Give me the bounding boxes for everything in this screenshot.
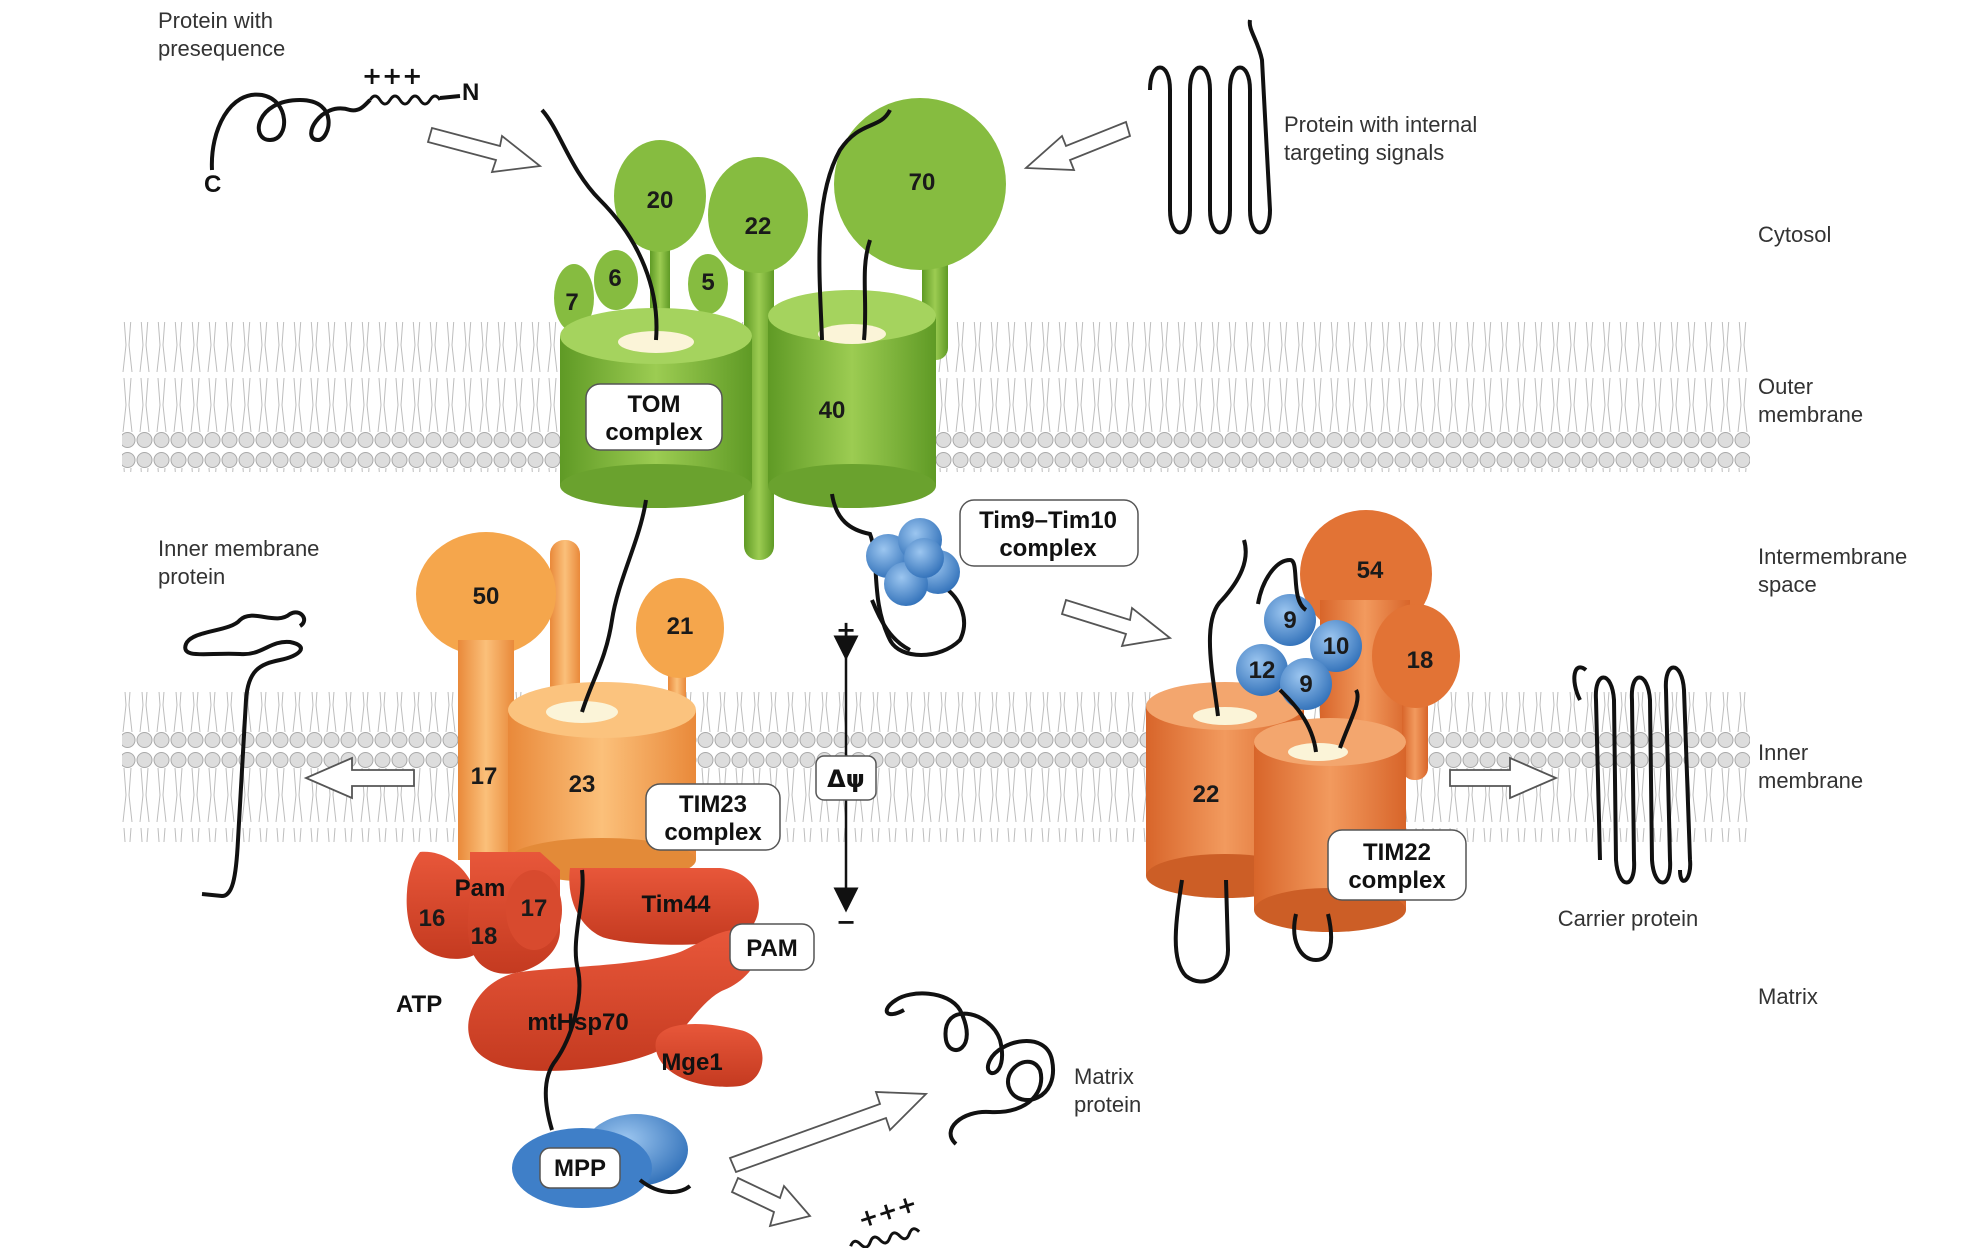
cleaved-presequence: +++ <box>849 1189 920 1248</box>
arrow-to-matrix-protein <box>728 1091 929 1174</box>
tom20-label: 20 <box>647 187 674 214</box>
presequence-chain-through-tim23 <box>580 499 648 713</box>
carrier-protein-label: Carrier protein <box>1558 906 1699 931</box>
tim18-label: 18 <box>1407 647 1434 674</box>
arrow-internal-to-tom <box>1023 120 1132 171</box>
mthsp70-label: mtHsp70 <box>527 1009 628 1036</box>
outer-membrane-label-2: membrane <box>1758 402 1863 427</box>
internal-signal-protein-label-1: Protein with internal <box>1284 112 1477 137</box>
inner-membrane-label-2: membrane <box>1758 768 1863 793</box>
cleaved-presequence-plus-signs: +++ <box>854 1189 920 1234</box>
tim50-label: 50 <box>473 583 500 610</box>
matrix-protein-label-1: Matrix <box>1074 1064 1134 1089</box>
arrow-presequence-to-tom <box>426 126 543 174</box>
internal-signal-chain-through-tom-b <box>862 239 872 341</box>
tom-label-2: complex <box>605 419 703 446</box>
inner-membrane <box>122 692 1750 842</box>
matrix-protein: Matrix protein <box>884 991 1141 1146</box>
outer-membrane-label-1: Outer <box>1758 374 1813 399</box>
ims-label-1: Intermembrane <box>1758 544 1907 569</box>
tom40-label: 40 <box>819 397 846 424</box>
pam17-label: 17 <box>521 895 548 922</box>
ims-label-2: space <box>1758 572 1817 597</box>
carrier-chain-top-loop <box>1256 557 1308 612</box>
internal-signal-chain-through-tom-a <box>817 108 892 341</box>
pam-motor: Pam 16 18 17 Tim44 mtHsp70 Mge1 ATP PAM <box>396 851 815 1087</box>
tim22-label-1: TIM22 <box>1363 839 1431 866</box>
pam-label: PAM <box>746 935 798 962</box>
tim44-label: Tim44 <box>642 891 712 918</box>
tim22-small-9b-label: 9 <box>1299 671 1312 698</box>
arrow-to-cleaved-presequence <box>730 1176 812 1228</box>
tim22-box <box>1327 829 1467 901</box>
tim9-tim10-label-2: complex <box>999 535 1097 562</box>
arrow-tim23-to-inner-membrane-protein <box>303 756 415 800</box>
presequence-plus-signs: +++ <box>362 62 422 90</box>
mge1-label: Mge1 <box>661 1049 722 1076</box>
carrier-chain-through-tim22-a <box>1173 539 1248 984</box>
tim17-label: 17 <box>471 763 498 790</box>
tom5-label: 5 <box>701 269 714 296</box>
matrix-label: Matrix <box>1758 984 1818 1009</box>
pam18-label: 18 <box>471 923 498 950</box>
tim22-label-2: complex <box>1348 867 1446 894</box>
tom70-label: 70 <box>909 169 936 196</box>
tim23-box <box>645 783 781 851</box>
tom-complex: 20 22 70 7 6 5 40 TOM complex <box>554 98 1006 560</box>
tim23-label-2: complex <box>664 819 762 846</box>
tim9-tim10-label-1: Tim9–Tim10 <box>979 507 1117 534</box>
inner-membrane-protein: Inner membrane protein <box>158 536 319 899</box>
membrane-potential: Δψ + − <box>815 616 877 936</box>
tim23-label-1: TIM23 <box>679 791 747 818</box>
internal-signal-protein: Protein with internal targeting signals <box>1148 19 1477 235</box>
tom7-label: 7 <box>565 289 578 316</box>
presequence-chain-to-mpp <box>543 869 585 1131</box>
potential-minus: − <box>836 908 856 936</box>
tim23-subunit-label: 23 <box>569 771 596 798</box>
delta-psi-label: Δψ <box>827 765 865 793</box>
tim22-complex: 54 18 22 9 10 12 9 TIM22 complex <box>1146 510 1467 932</box>
tim54-label: 54 <box>1357 557 1384 584</box>
tim9-tim10-box <box>959 499 1139 567</box>
arrow-tim22-to-carrier <box>1449 756 1559 800</box>
cytosol-label: Cytosol <box>1758 222 1831 247</box>
tim22-small-12-label: 12 <box>1249 657 1276 684</box>
tom-label-1: TOM <box>628 391 681 418</box>
inner-membrane-protein-label-1: Inner membrane <box>158 536 319 561</box>
tim22-small-9a-label: 9 <box>1283 607 1296 634</box>
tim22-subunit-label: 22 <box>1193 781 1220 808</box>
carrier-chain-through-tim22-b <box>1278 688 1360 963</box>
potential-plus: + <box>836 616 856 644</box>
internal-signal-protein-label-2: targeting signals <box>1284 140 1444 165</box>
tim9-tim10-complex: Tim9–Tim10 complex <box>830 493 1139 657</box>
import-arrows <box>303 120 1559 1228</box>
matrix-protein-label-2: protein <box>1074 1092 1141 1117</box>
inner-membrane-label-1: Inner <box>1758 740 1808 765</box>
potential-box <box>815 755 877 801</box>
inner-membrane-protein-label-2: protein <box>158 564 225 589</box>
tom6-label: 6 <box>608 265 621 292</box>
mpp-box <box>539 1147 621 1189</box>
atp-label: ATP <box>396 991 442 1018</box>
presequence-protein: Protein with presequence +++ N C <box>158 8 479 198</box>
mpp-label: MPP <box>554 1155 606 1182</box>
tim21-label: 21 <box>667 613 694 640</box>
pam16-label: 16 <box>419 905 446 932</box>
c-terminus-label: C <box>204 171 221 198</box>
presequence-protein-label-2: presequence <box>158 36 285 61</box>
presequence-protein-label-1: Protein with <box>158 8 273 33</box>
presequence-chain-through-tom <box>540 108 659 341</box>
tom22-label: 22 <box>745 213 772 240</box>
arrow-tim910-to-tim22 <box>1060 598 1173 648</box>
n-terminus-label: N <box>462 79 479 106</box>
tom-complex-box <box>585 383 723 451</box>
carrier-protein: Carrier protein <box>1558 665 1699 931</box>
mpp-protease: MPP <box>512 1114 692 1208</box>
tim22-small-10-label: 10 <box>1323 633 1350 660</box>
pam-box <box>729 923 815 971</box>
pam-text: Pam <box>455 875 506 902</box>
